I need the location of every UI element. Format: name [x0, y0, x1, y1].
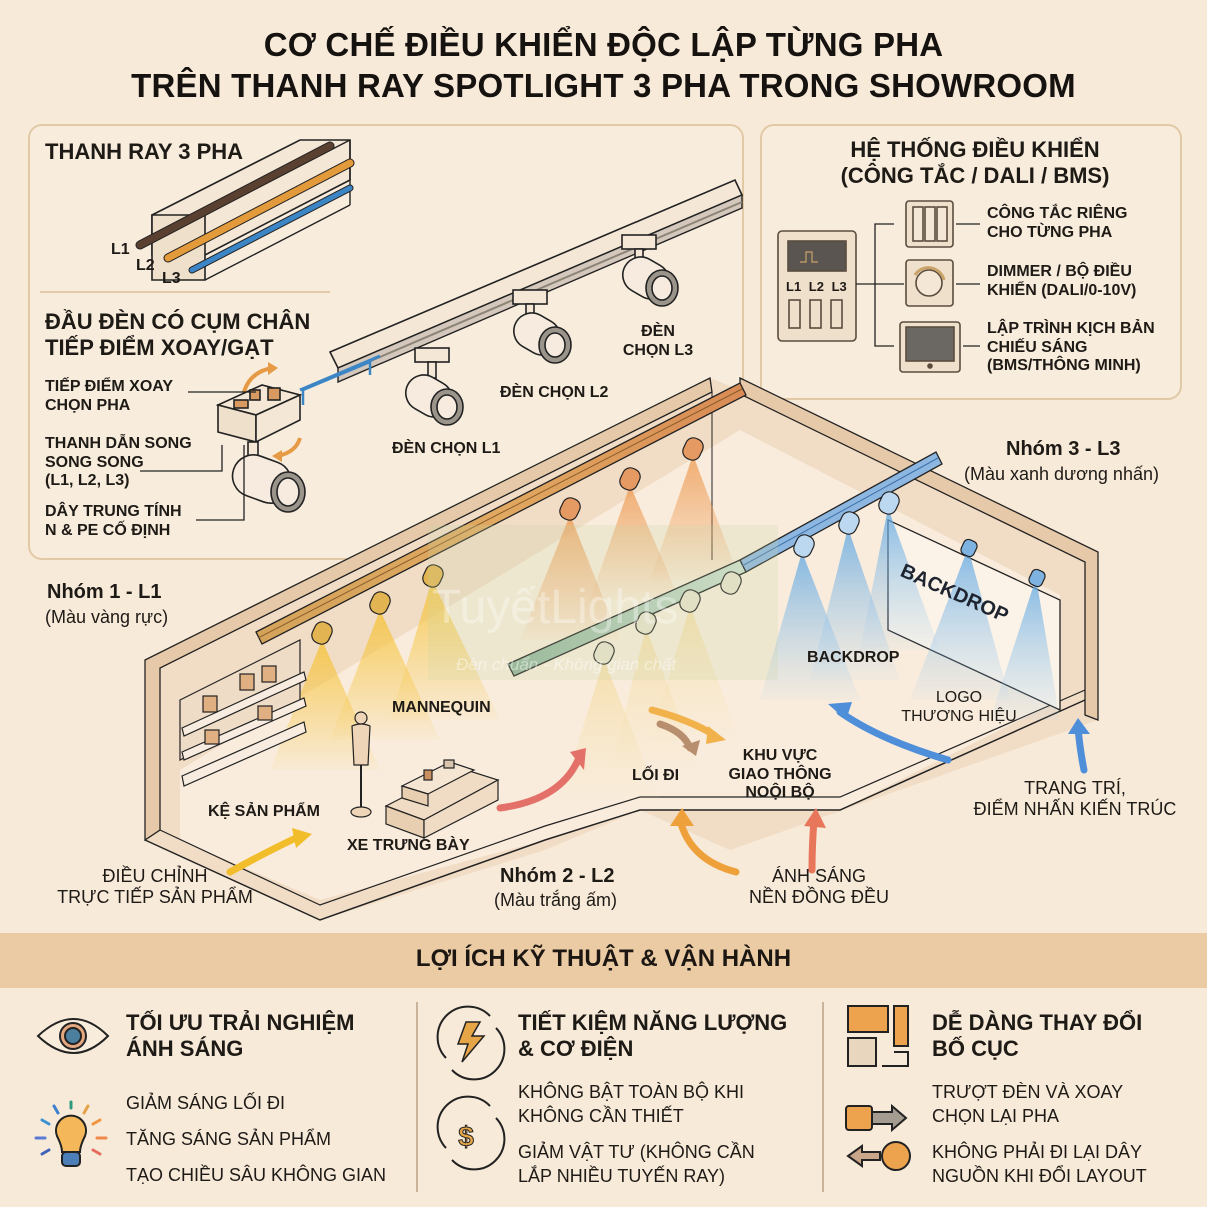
group2-spotlights	[593, 571, 742, 665]
benefit-1-items: GIẢM SÁNG LỐI ĐI TĂNG SÁNG SẢN PHẨM TẠO …	[126, 1093, 387, 1185]
spotlight-l1	[405, 347, 464, 426]
label-light-l2: ĐÈN CHỌN L2	[500, 384, 609, 401]
benefit-2-items-b: GIẢM VẬT TƯ (KHÔNG CẦN LẮP NHIỀU TUYẾN R…	[518, 1142, 755, 1186]
group1-track-rail	[255, 382, 747, 645]
product-shelf	[179, 639, 307, 787]
control-device-drawing	[777, 200, 980, 373]
label-aisle: LỐI ĐI	[632, 767, 680, 784]
label-product-shelf: KỆ SẢN PHẨM	[208, 803, 321, 820]
page-title-line-2: TRÊN THANH RAY SPOTLIGHT 3 PHA TRONG SHO…	[131, 67, 1076, 104]
watermark-tagline: Đèn chuẩn - Không gian chất	[456, 655, 677, 674]
group1-desc: (Màu vàng rực)	[45, 607, 169, 627]
rotary-contact-adapter	[215, 384, 306, 513]
page-title-line-1: CƠ CHẾ ĐIỀU KHIỂN ĐỘC LẬP TỪNG PHA	[263, 26, 944, 63]
wire-label-l2: L2	[136, 257, 155, 274]
group2-desc: (Màu trắng ấm)	[494, 890, 618, 910]
label-adjust-products: ĐIỀU CHỈNH TRỰC TIẾP SẢN PHẨM	[57, 866, 253, 907]
callout-neutral-pe: DÂY TRUNG TÍNH N & PE CỐ ĐỊNH	[45, 503, 182, 539]
benefit-1-heading: TỐI ƯU TRẢI NGHIỆM ÁNH SÁNG	[126, 1010, 355, 1061]
benefits-divider-1	[416, 1002, 418, 1192]
label-brand-logo: LOGO THƯƠNG HIỆU	[901, 689, 1017, 725]
control-item-dimmer: DIMMER / BỘ ĐIỀU KHIỂN (DALI/0-10V)	[987, 263, 1137, 299]
control-panel-title: HỆ THỐNG ĐIỀU KHIỂN (CÔNG TẮC / DALI / B…	[840, 137, 1110, 188]
group1-light-cones	[270, 455, 740, 770]
group3-desc: (Màu xanh dương nhấn)	[964, 464, 1159, 484]
display-cart	[384, 759, 500, 839]
group1-name: Nhóm 1 - L1	[47, 581, 162, 603]
callout-parallel-conductor: THANH DẪN SONG SONG SONG (L1, L2, L3)	[45, 435, 192, 490]
control-item-switch: CÔNG TẮC RIÊNG CHO TỪNG PHA	[987, 205, 1128, 241]
label-display-cart: XE TRƯNG BÀY	[347, 837, 470, 854]
layout-blocks-icon	[847, 1005, 909, 1067]
group1-spotlights	[311, 437, 704, 645]
light-bulb-icon	[34, 1100, 108, 1167]
wire-label-l3: L3	[162, 270, 181, 287]
benefit-3-items-b: KHÔNG PHẢI ĐI LẠI DÂY NGUỒN KHI ĐỔI LAYO…	[932, 1142, 1147, 1186]
arrow-heads	[292, 702, 1090, 848]
lightning-cycle-icon	[436, 1005, 506, 1081]
rail-panel-title: THANH RAY 3 PHA	[45, 139, 244, 164]
benefit-2-heading: TIẾT KIỆM NĂNG LƯỢNG & CƠ ĐIỆN	[518, 1010, 788, 1061]
label-ambient-light: ÁNH SÁNG NỀN ĐỒNG ĐỀU	[748, 866, 889, 907]
control-item-scene: LẬP TRÌNH KỊCH BẢN CHIẾU SÁNG (BMS/THÔNG…	[987, 320, 1155, 375]
group3-track-rail	[739, 451, 943, 573]
group3-light-cones	[760, 508, 1060, 720]
dollar-cycle-icon: $	[436, 1095, 506, 1171]
group3-spotlights	[793, 491, 1046, 588]
three-phase-rail-illustration	[135, 139, 355, 281]
label-mannequin: MANNEQUIN	[392, 699, 491, 716]
callout-rotary-contact: TIẾP ĐIỂM XOAY CHỌN PHA	[45, 378, 174, 414]
eye-icon	[36, 1018, 110, 1054]
benefits-divider-2	[822, 1002, 824, 1192]
label-traffic-zone: KHU VỰC GIAO THÔNG NOỘI BỘ	[728, 747, 832, 802]
adapter-title: ĐẦU ĐÈN CÓ CỤM CHÂN TIẾP ĐIỂM XOAY/GẠT	[45, 309, 311, 360]
label-light-l1: ĐÈN CHỌN L1	[392, 440, 501, 457]
benefits-title: LỢI ÍCH KỸ THUẬT & VẬN HÀNH	[415, 945, 792, 972]
watermark-brand: TuyếtLights	[432, 581, 679, 634]
move-arrows-icon	[845, 1103, 911, 1171]
control-system-panel	[760, 124, 1182, 400]
benefit-2-items-a: KHÔNG BẬT TOÀN BỘ KHI KHÔNG CẦN THIẾT	[518, 1082, 745, 1126]
benefits-band	[0, 933, 1207, 988]
benefit-3-items-a: TRƯỢT ĐÈN VÀ XOAY CHỌN LẠI PHA	[932, 1082, 1124, 1126]
svg-text:$: $	[458, 1121, 474, 1152]
label-backdrop-floor: BACKDROP	[807, 649, 900, 666]
watermark-box	[428, 525, 778, 680]
spotlight-l3	[621, 234, 679, 307]
device-phase-labels: L1 L2 L3	[786, 279, 847, 294]
group2-name: Nhóm 2 - L2	[500, 865, 615, 887]
label-light-l3: ĐÈN CHỌN L3	[622, 323, 694, 359]
mannequin	[350, 711, 372, 818]
wire-label-l1: L1	[111, 241, 130, 258]
benefit-3-heading: DỄ DÀNG THAY ĐỔI BỐ CỤC	[932, 1010, 1143, 1061]
group3-name: Nhóm 3 - L3	[1006, 438, 1121, 460]
label-decor-accent: TRANG TRÍ, ĐIỂM NHẤN KIẾN TRÚC	[973, 778, 1177, 819]
spotlight-l2	[512, 289, 572, 364]
